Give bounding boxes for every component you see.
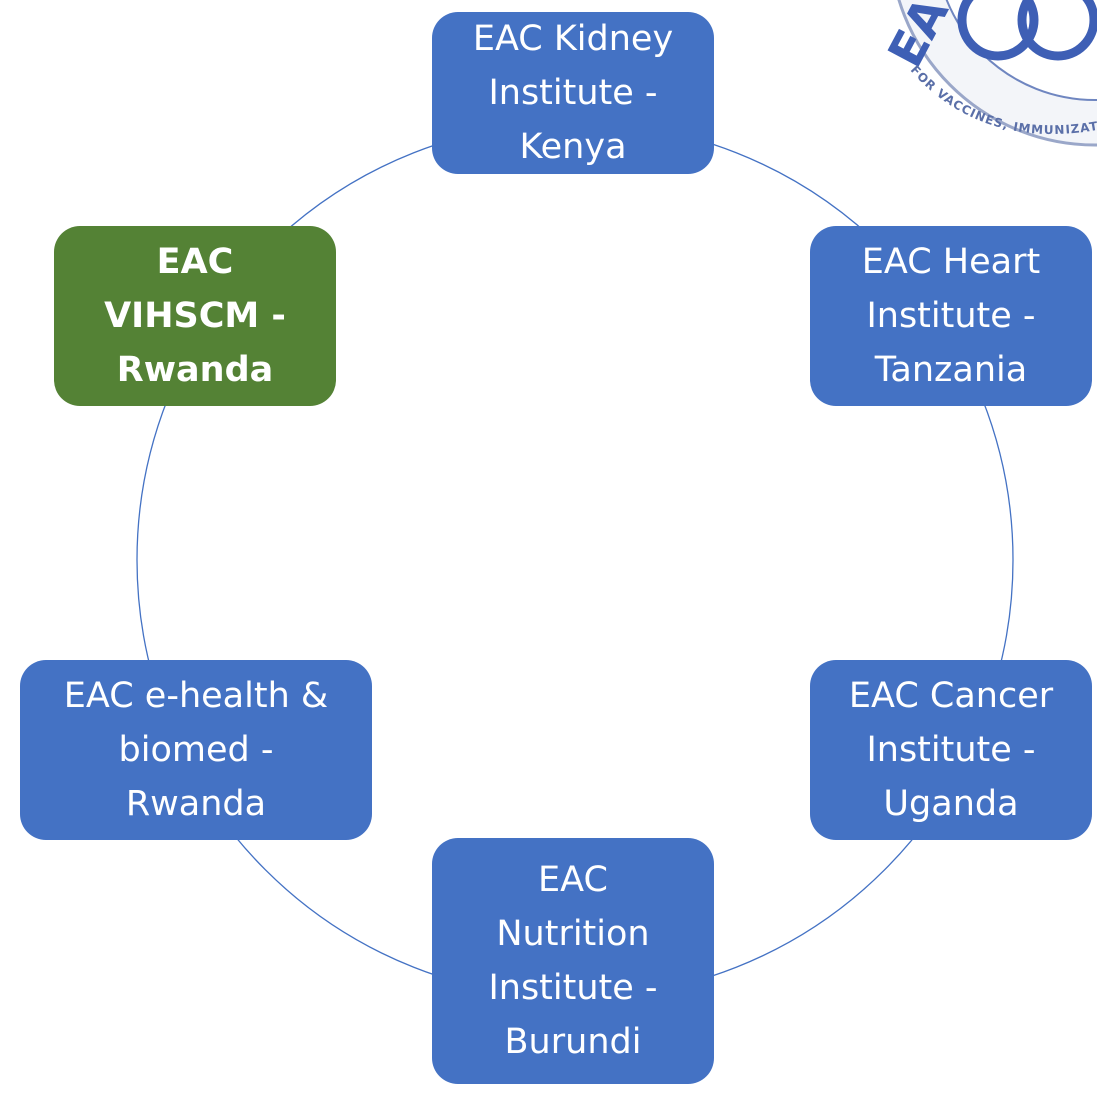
node-label: EAC Cancer Institute - Uganda [848, 676, 1054, 824]
node-ehealth-biomed-rwanda[interactable]: EAC e-health & biomed - Rwanda [20, 660, 372, 840]
node-cancer-institute-uganda[interactable]: EAC Cancer Institute - Uganda [810, 660, 1092, 840]
node-kidney-institute-kenya[interactable]: EAC Kidney Institute - Kenya [432, 12, 714, 174]
node-label: EAC Heart Institute - Tanzania [861, 242, 1041, 390]
eac-regional-centre-logo-icon: EA FOR VACCINES, IMMUNIZATION & HEALTH S… [880, 0, 1097, 150]
node-label: EAC VIHSCM - Rwanda [104, 242, 286, 390]
node-nutrition-institute-burundi[interactable]: EAC Nutrition Institute - Burundi [432, 838, 714, 1084]
node-label: EAC Kidney Institute - Kenya [472, 19, 674, 167]
node-label: EAC Nutrition Institute - Burundi [488, 860, 658, 1062]
eac-logo: EA FOR VACCINES, IMMUNIZATION & HEALTH S… [880, 0, 1097, 150]
node-label: EAC e-health & biomed - Rwanda [63, 676, 329, 824]
node-vihscm-rwanda[interactable]: EAC VIHSCM - Rwanda [54, 226, 336, 406]
node-heart-institute-tanzania[interactable]: EAC Heart Institute - Tanzania [810, 226, 1092, 406]
